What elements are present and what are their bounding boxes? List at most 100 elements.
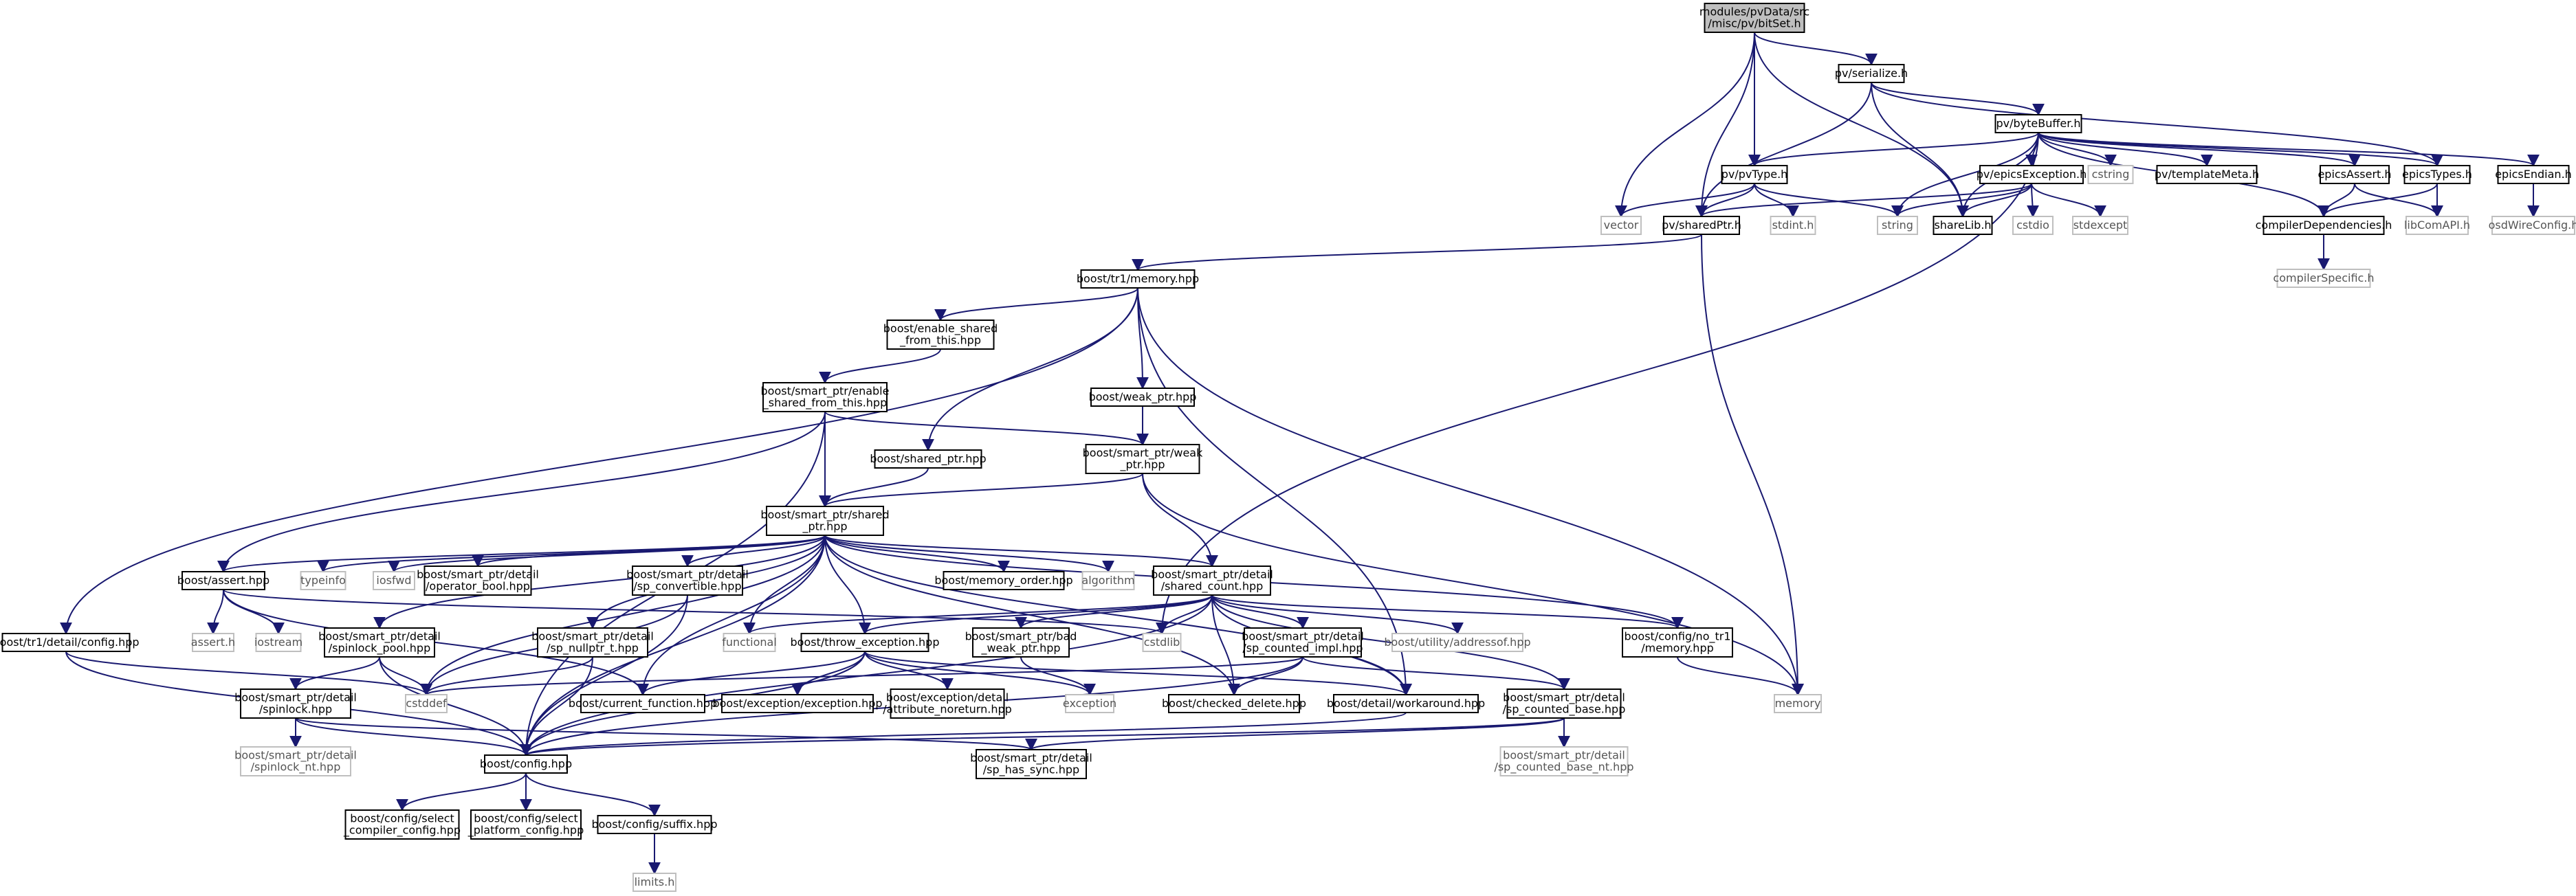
node-memoryOrder[interactable]: boost/memory_order.hpp: [934, 571, 1073, 590]
node-iosfwd: iosfwd: [373, 571, 415, 590]
node-label: boost/smart_ptr/detail: [626, 568, 749, 582]
node-root[interactable]: modules/pvData/src/misc/pv/bitSet.h: [1699, 3, 1809, 33]
edge-throwException-to-exceptionHpp: [791, 651, 866, 696]
node-spNullptr[interactable]: boost/smart_ptr/detail/sp_nullptr_t.hpp: [531, 627, 654, 658]
node-box: [890, 688, 1005, 719]
edge-pvType-to-string: [1754, 183, 1904, 218]
node-spHasSync[interactable]: boost/smart_ptr/detail/sp_has_sync.hpp: [970, 749, 1092, 779]
node-cstdio: cstdio: [2012, 216, 2054, 235]
node-label: boost/shared_ptr.hpp: [870, 452, 986, 466]
node-label: string: [1882, 219, 1913, 232]
node-box: [2087, 165, 2134, 184]
edge-spSharedPtr-to-sharedCount: [824, 535, 1218, 568]
node-box: [1090, 388, 1195, 407]
node-box: [1, 633, 131, 652]
edge-spConvertible-to-config: [520, 594, 688, 757]
node-spEnableShared[interactable]: boost/smart_ptr/enable_shared_from_this.…: [761, 382, 890, 412]
node-box: [484, 754, 568, 774]
node-spSharedPtr[interactable]: boost/smart_ptr/shared_ptr.hpp: [760, 506, 890, 536]
node-box: [597, 815, 712, 834]
edge-spSharedPtr-to-currentFunction: [637, 535, 826, 696]
edge-noTr1Memory-to-memory: [1677, 656, 1804, 696]
node-sharedCount[interactable]: boost/smart_ptr/detail/shared_count.hpp: [1151, 565, 1273, 596]
node-checkedDelete[interactable]: boost/checked_delete.hpp: [1162, 694, 1306, 713]
node-compilerDeps[interactable]: compilerDependencies.h: [2256, 216, 2392, 235]
edge-spSharedPtr-to-workaround: [824, 535, 1412, 696]
node-throwException[interactable]: boost/throw_exception.hpp: [791, 633, 940, 652]
node-spinlockPool[interactable]: boost/smart_ptr/detail/spinlock_pool.hpp: [318, 627, 441, 658]
node-exceptionHpp[interactable]: boost/exception/exception.hpp: [712, 694, 883, 713]
node-label: epicsEndian.h: [2495, 168, 2572, 181]
node-label: _platform_config.hpp: [467, 824, 584, 838]
node-label: libComAPI.h: [2404, 219, 2470, 232]
node-weakPtrHpp[interactable]: boost/weak_ptr.hpp: [1089, 388, 1197, 407]
node-shareLib[interactable]: shareLib.h: [1933, 216, 1993, 235]
node-badWeakPtr[interactable]: boost/smart_ptr/bad_weak_ptr.hpp: [965, 627, 1077, 658]
edge-sharedCount-to-addressof: [1211, 594, 1464, 635]
node-tr1config[interactable]: boost/tr1/detail/config.hpp: [0, 633, 140, 652]
node-selectCompiler[interactable]: boost/config/select_compiler_config.hpp: [343, 809, 461, 840]
node-iostream: iostream: [254, 633, 302, 652]
node-noTr1Memory[interactable]: boost/config/no_tr1/memory.hpp: [1622, 627, 1733, 658]
node-tr1memory[interactable]: boost/tr1/memory.hpp: [1077, 269, 1199, 289]
node-templateMeta[interactable]: pv/templateMeta.h: [2155, 165, 2259, 184]
node-box: [324, 627, 435, 658]
node-label: iosfwd: [376, 574, 411, 587]
node-box: [766, 506, 884, 536]
node-box: [632, 565, 743, 596]
node-spWeakPtr[interactable]: boost/smart_ptr/weak_ptr.hpp: [1083, 444, 1203, 474]
node-epicsEndian[interactable]: epicsEndian.h: [2495, 165, 2572, 184]
node-workaround[interactable]: boost/detail/workaround.hpp: [1327, 694, 1485, 713]
node-label: boost/smart_ptr/enable: [761, 385, 890, 399]
node-label: /memory.hpp: [1641, 642, 1714, 655]
node-box: [240, 746, 351, 776]
node-enableShared[interactable]: boost/enable_shared_from_this.hpp: [883, 320, 998, 350]
edge-sharedCount-to-spCountedImpl: [1211, 594, 1309, 629]
node-epicsTypes[interactable]: epicsTypes.h: [2402, 165, 2472, 184]
node-spConvertible[interactable]: boost/smart_ptr/detail/sp_convertible.hp…: [626, 565, 749, 596]
node-spCountedImpl[interactable]: boost/smart_ptr/detail/sp_counted_impl.h…: [1242, 627, 1364, 658]
edge-spSharedPtr-to-typeinfo: [317, 535, 826, 573]
node-epicsException[interactable]: pv/epicsException.h: [1977, 165, 2087, 184]
node-sharedPtrHpp[interactable]: boost/shared_ptr.hpp: [870, 449, 987, 469]
node-box: [762, 382, 888, 412]
edge-spinlockPool-to-cstddef: [379, 656, 432, 696]
edge-epicsAssert-to-libComAPI: [2354, 183, 2443, 218]
edge-epicsTypes-to-compilerDeps: [2318, 183, 2438, 218]
edge-tr1config-to-cstddef: [65, 651, 432, 696]
node-label: boost/config/no_tr1: [1624, 630, 1730, 644]
node-epicsAssert[interactable]: epicsAssert.h: [2318, 165, 2392, 184]
node-selectPlatform[interactable]: boost/config/select_platform_config.hpp: [467, 809, 584, 840]
node-operatorBool[interactable]: boost/smart_ptr/detail/operator_bool.hpp: [417, 565, 539, 596]
node-spinlock[interactable]: boost/smart_ptr/detail/spinlock.hpp: [234, 688, 357, 719]
edge-throwException-to-workaround: [864, 651, 1412, 696]
node-pvType[interactable]: pv/pvType.h: [1721, 165, 1788, 184]
node-label: boost/smart_ptr/detail: [1503, 749, 1625, 763]
node-label: _ptr.hpp: [1119, 458, 1165, 472]
node-box: [537, 627, 648, 658]
node-spCountedBase[interactable]: boost/smart_ptr/detail/sp_counted_base.h…: [1503, 688, 1626, 719]
node-config[interactable]: boost/config.hpp: [480, 754, 572, 774]
node-box: [1979, 165, 2084, 184]
edge-throwException-to-currentFunction: [637, 651, 866, 696]
node-byteBuffer[interactable]: pv/byteBuffer.h: [1994, 114, 2082, 133]
node-attrNoreturn[interactable]: boost/exception/detail/attribute_noretur…: [883, 688, 1012, 719]
node-label: typeinfo: [300, 574, 346, 587]
edge-epicsException-to-shareLib: [1957, 183, 2032, 218]
edge-byteBuffer-to-pvType: [1748, 132, 2039, 167]
node-label: algorithm: [1081, 574, 1134, 587]
node-box: [2263, 216, 2385, 235]
node-sharedPtr[interactable]: pv/sharedPtr.h: [1662, 216, 1741, 235]
node-cstdlib: cstdlib: [1142, 633, 1182, 652]
edge-byteBuffer-to-string: [1891, 132, 2039, 218]
node-box: [240, 688, 351, 719]
node-serialize[interactable]: pv/serialize.h: [1835, 64, 1908, 83]
node-suffix[interactable]: boost/config/suffix.hpp: [591, 815, 718, 834]
node-currentFunction[interactable]: boost/current_function.hpp: [569, 694, 717, 713]
node-box: [470, 809, 582, 840]
node-box: [800, 633, 929, 652]
edge-spSharedPtr-to-algorithm: [824, 535, 1114, 573]
node-assertHpp[interactable]: boost/assert.hpp: [177, 571, 269, 590]
node-label: _shared_from_this.hpp: [762, 396, 887, 410]
edge-tr1memory-to-workaround: [1137, 287, 1412, 696]
